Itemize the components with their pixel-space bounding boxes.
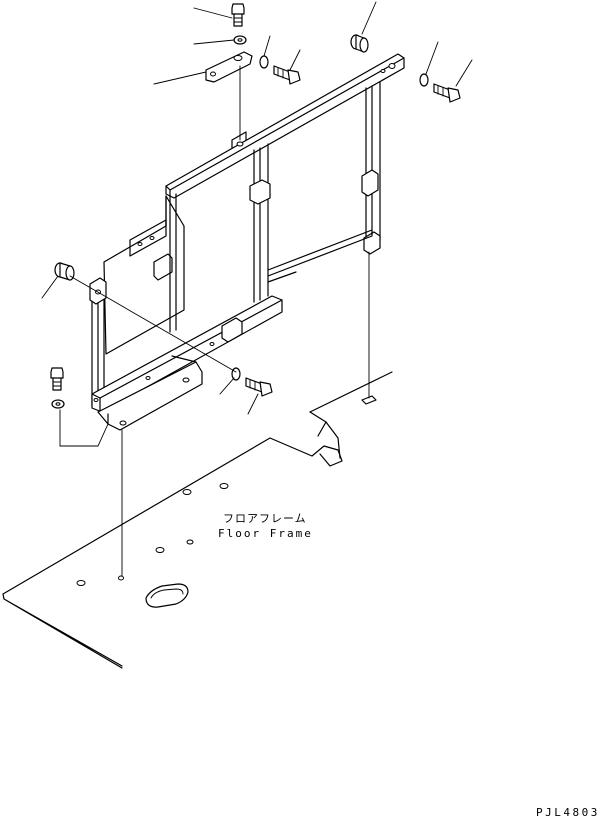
floor-frame-plate (2, 371, 393, 669)
drawing-code: PJL4803 (536, 806, 600, 819)
bolt-mid (273, 65, 301, 85)
washer-lower (231, 367, 241, 381)
spacer-collar-left (54, 262, 75, 281)
bolt-left (50, 367, 64, 391)
clip-plate (205, 51, 253, 83)
bracket-frame (89, 53, 405, 431)
washer-mid (259, 55, 269, 69)
leader-lines (41, 1, 473, 415)
bolt-top (231, 3, 245, 27)
washer-right (419, 73, 429, 87)
assembly-lines (59, 65, 370, 577)
floor-frame-label-jp: フロアフレーム (223, 512, 307, 525)
floor-hole (76, 580, 86, 586)
spacer-collar-top (350, 34, 369, 53)
bolt-lower (245, 377, 273, 397)
floor-hole (219, 483, 229, 489)
floor-hole (186, 539, 194, 545)
floor-hole (182, 489, 192, 495)
floor-hole (118, 575, 124, 581)
bolt-right (433, 83, 461, 103)
floor-frame-label-en: Floor Frame (218, 527, 313, 540)
floor-hole (155, 547, 165, 553)
floor-opening (145, 583, 189, 608)
